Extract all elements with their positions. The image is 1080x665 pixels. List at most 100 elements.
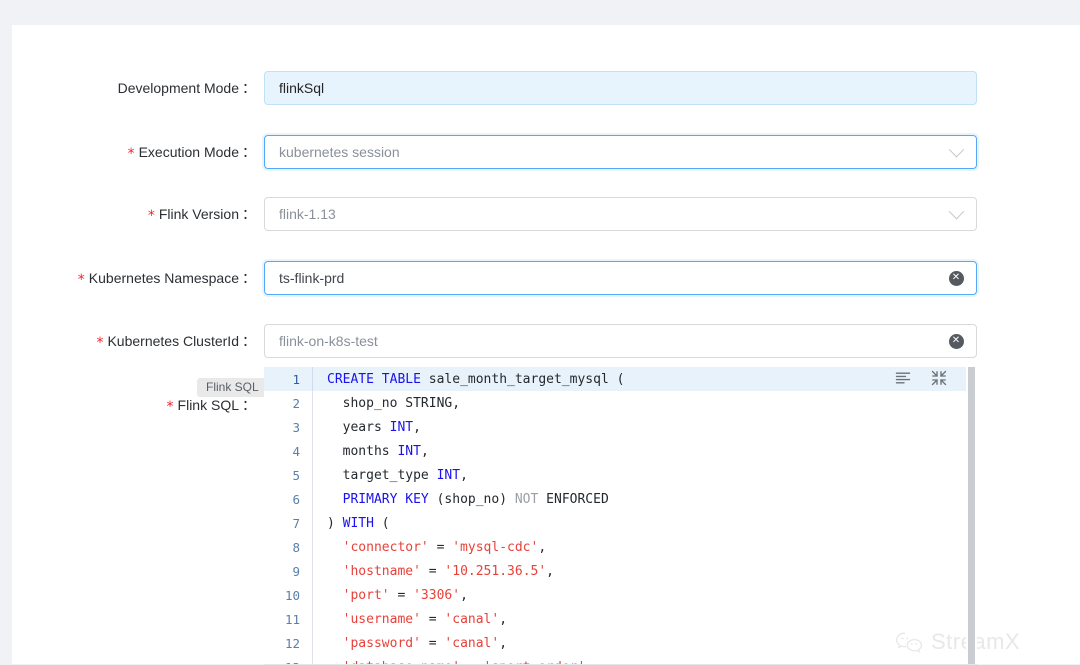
clear-icon[interactable]: ✕ (949, 334, 964, 349)
editor-scrollbar-thumb[interactable] (968, 367, 975, 664)
required-mark: * (78, 273, 85, 287)
chevron-down-icon (948, 203, 964, 219)
token-kw: KEY (405, 492, 428, 507)
token-str: '3306' (413, 588, 460, 603)
code-text: years INT, (312, 415, 977, 439)
code-text: months INT, (312, 439, 977, 463)
flink-sql-tooltip: Flink SQL (197, 378, 268, 397)
token-plain: sale_month_target_mysql ( (421, 372, 625, 387)
input-kubernetes-clusterid[interactable]: flink-on-k8s-test✕ (264, 324, 977, 358)
input-development-mode[interactable]: flinkSql (264, 71, 977, 105)
label-colon: ： (242, 395, 256, 415)
value-development-mode: flinkSql (265, 80, 936, 96)
token-plain: target_type (327, 468, 437, 483)
token-str: '10.251.36.5' (444, 564, 546, 579)
form-row-development-mode: Development Mode： flinkSql (12, 71, 1080, 105)
code-line: 6 PRIMARY KEY (shop_no) NOT ENFORCED (264, 487, 977, 511)
editor-scrollbar[interactable] (966, 367, 977, 664)
clear-icon[interactable]: ✕ (936, 262, 976, 294)
token-plain: , (538, 540, 546, 555)
token-kw: PRIMARY (343, 492, 398, 507)
token-plain: shop_no STRING, (327, 396, 460, 411)
value-execution-mode: kubernetes session (265, 144, 936, 160)
input-execution-mode[interactable]: kubernetes session (264, 135, 977, 169)
input-kubernetes-namespace[interactable]: ts-flink-prd ✕ (264, 261, 977, 295)
form-card: Development Mode： flinkSql *Execution Mode… (12, 25, 1080, 664)
line-number: 7 (264, 516, 312, 531)
label-colon: ： (242, 142, 256, 162)
token-plain: = (460, 660, 483, 665)
line-number: 6 (264, 492, 312, 507)
token-plain: (shop_no) (429, 492, 515, 507)
label-text: Kubernetes Namespace (89, 270, 239, 286)
token-plain: = (421, 564, 444, 579)
label-colon: ： (242, 78, 256, 98)
token-str: 'mysql-cdc' (452, 540, 538, 555)
token-plain: ENFORCED (538, 492, 608, 507)
code-text: 'hostname' = '10.251.36.5', (312, 559, 977, 583)
code-line: 12 'password' = 'canal', (264, 631, 977, 655)
token-plain: , (460, 588, 468, 603)
line-number: 9 (264, 564, 312, 579)
token-str: 'password' (343, 636, 421, 651)
value-kubernetes-namespace: ts-flink-prd (265, 270, 936, 286)
chevron-down-icon (948, 141, 964, 157)
label-kubernetes-clusterid: *Kubernetes ClusterId： (12, 324, 256, 358)
chevron-down-icon[interactable] (936, 136, 976, 168)
code-line: 4 months INT, (264, 439, 977, 463)
token-kw: INT (390, 420, 413, 435)
code-line: 9 'hostname' = '10.251.36.5', (264, 559, 977, 583)
token-kw: INT (437, 468, 460, 483)
line-number: 1 (264, 372, 312, 387)
chevron-down-icon[interactable] (936, 198, 976, 230)
line-number: 11 (264, 612, 312, 627)
fullscreen-icon[interactable] (931, 370, 947, 386)
code-text: ) WITH ( (312, 511, 977, 535)
code-text: 'connector' = 'mysql-cdc', (312, 535, 977, 559)
label-flink-version: *Flink Version： (12, 197, 256, 231)
format-code-icon[interactable] (895, 370, 911, 386)
label-development-mode: Development Mode： (12, 71, 256, 105)
token-plain: , (421, 444, 429, 459)
label-execution-mode: *Execution Mode： (12, 135, 256, 169)
token-plain (327, 588, 343, 603)
token-kw: TABLE (382, 372, 421, 387)
input-flink-version[interactable]: flink-1.13 (264, 197, 977, 231)
code-text: CREATE TABLE sale_month_target_mysql ( (312, 367, 977, 391)
required-mark: * (167, 400, 174, 414)
token-str: 'sport_order' (484, 660, 586, 665)
token-plain: years (327, 420, 390, 435)
token-plain: , (460, 468, 468, 483)
editor-toolbar (895, 370, 947, 386)
token-str: 'port' (343, 588, 390, 603)
label-text: Kubernetes ClusterId (107, 333, 239, 349)
required-mark: * (148, 209, 155, 223)
code-text: shop_no STRING, (312, 391, 977, 415)
flink-sql-label-text: Flink SQL (178, 397, 239, 413)
token-plain (327, 540, 343, 555)
required-mark: * (96, 336, 103, 350)
token-plain (327, 492, 343, 507)
clear-icon[interactable]: ✕ (936, 325, 976, 357)
line-number: 3 (264, 420, 312, 435)
token-plain (327, 612, 343, 627)
token-kw: INT (397, 444, 420, 459)
code-text: target_type INT, (312, 463, 977, 487)
line-number: 4 (264, 444, 312, 459)
clear-icon[interactable]: ✕ (949, 271, 964, 286)
form-row-execution-mode: *Execution Mode： kubernetes session (12, 135, 1080, 169)
code-line: 8 'connector' = 'mysql-cdc', (264, 535, 977, 559)
form-row-kubernetes-namespace: *Kubernetes Namespace：ts-flink-prd✕ (12, 261, 1080, 295)
token-str: 'username' (343, 612, 421, 627)
token-plain (327, 636, 343, 651)
code-text: PRIMARY KEY (shop_no) NOT ENFORCED (312, 487, 977, 511)
value-flink-version: flink-1.13 (265, 206, 936, 222)
code-text: 'port' = '3306', (312, 583, 977, 607)
line-number: 13 (264, 660, 312, 665)
code-text: 'username' = 'canal', (312, 607, 977, 631)
